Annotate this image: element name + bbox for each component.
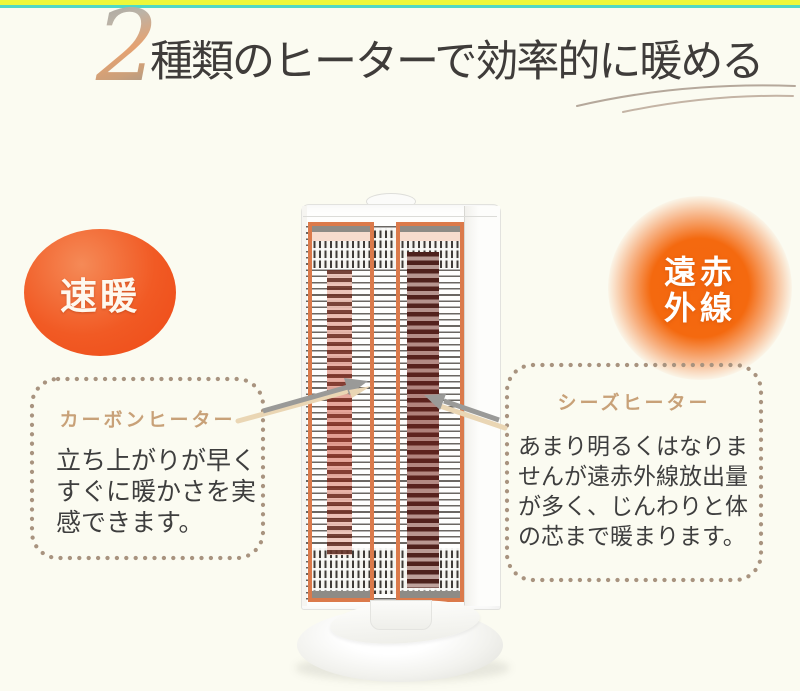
heater-grille-bottom-mesh: [308, 548, 464, 594]
pointer-arrow-to-sheath-element: [424, 394, 508, 431]
heater-body: [301, 204, 501, 610]
heater-handle: [366, 193, 416, 210]
callout-carbon-text: 立ち上がりが早く すぐに暖かさを実 感できます。: [56, 447, 257, 537]
fast-heating-badge: 速暖: [24, 229, 176, 356]
callout-sheath-title: シーズヒーター: [557, 393, 711, 414]
heater-base-shadow: [295, 654, 510, 682]
callout-sheath-heater: シーズヒーター あまり明るくはなりま せんが遠赤外線放出量 が多く、じんわりと体…: [503, 361, 765, 584]
heater-right-panel: [464, 206, 500, 606]
heater-grille: [306, 226, 466, 602]
headline-numeral: 2: [92, 0, 162, 102]
heater-cap-line: [303, 216, 497, 217]
top-border-teal: [0, 5, 800, 8]
sheath-heating-element: [407, 252, 439, 588]
heater-grille-top-mesh: [308, 228, 464, 268]
fast-heating-badge-label: 速暖: [60, 275, 140, 317]
dotted-border: [29, 376, 266, 561]
callout-carbon-title: カーボンヒーター: [59, 410, 236, 431]
sheath-heater-highlight-frame: [396, 222, 464, 602]
title-underline-swoosh: [576, 84, 796, 113]
dotted-border: [504, 362, 764, 583]
frame-bottom-bar: [312, 591, 370, 598]
far-infrared-badge-label: 遠赤 外線: [663, 254, 736, 326]
carbon-heater-highlight-frame: [308, 222, 374, 602]
far-infrared-badge: 遠赤 外線: [608, 196, 792, 380]
callout-carbon-heater: カーボンヒーター 立ち上がりが早く すぐに暖かさを実 感できます。: [28, 375, 267, 562]
carbon-heating-element: [327, 270, 352, 555]
heater-pedestal: [370, 600, 432, 630]
page-title: 種類のヒーターで効率的に暖める: [150, 39, 764, 86]
frame-top-bar: [312, 226, 370, 232]
top-border-yellow: [0, 0, 800, 5]
heater-left-panel: [302, 206, 307, 606]
frame-pink-strip: [312, 232, 370, 241]
frame-top-bar: [400, 226, 460, 232]
frame-pink-strip: [400, 232, 460, 241]
heater-base-dome: [328, 595, 482, 649]
heater-base: [297, 608, 503, 682]
callout-sheath-text: あまり明るくはなりま せんが遠赤外線放出量 が多く、じんわりと体 の芯まで暖まり…: [518, 433, 748, 549]
frame-bottom-bar: [400, 591, 460, 598]
